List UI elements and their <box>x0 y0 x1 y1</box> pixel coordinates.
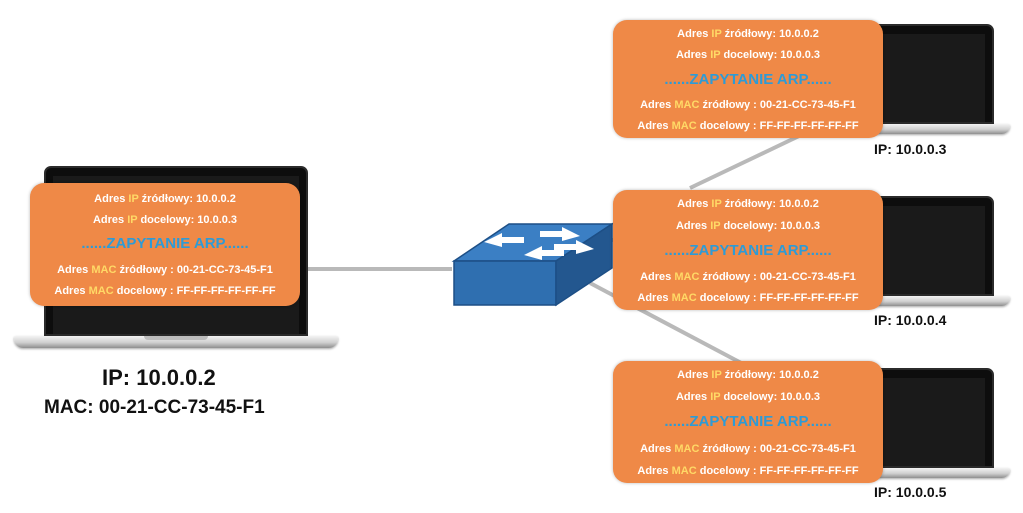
arp-request-title: ......ZAPYTANIE ARP...... <box>81 235 249 252</box>
arp-request-packet-host-5: Adres IP źródłowy: 10.0.0.2 Adres IP doc… <box>613 361 883 483</box>
src-ip-line: Adres IP źródłowy: 10.0.0.2 <box>677 369 819 381</box>
laptop-base <box>836 124 1010 134</box>
arp-request-packet-host-4: Adres IP źródłowy: 10.0.0.2 Adres IP doc… <box>613 190 883 310</box>
src-ip-line: Adres IP źródłowy: 10.0.0.2 <box>94 193 236 205</box>
dst-ip-line: Adres IP docelowy: 10.0.0.3 <box>675 391 821 403</box>
src-mac-line: Adres MAC źródłowy : 00-21-CC-73-45-F1 <box>57 264 273 276</box>
src-ip-line: Adres IP źródłowy: 10.0.0.2 <box>677 198 819 210</box>
arp-request-title: ......ZAPYTANIE ARP...... <box>664 413 832 430</box>
laptop-base <box>836 296 1010 306</box>
host-3-ip-label: IP: 10.0.0.3 <box>874 141 947 157</box>
laptop-base <box>836 468 1010 478</box>
laptop-base <box>14 336 338 348</box>
arp-request-packet-source: Adres IP źródłowy: 10.0.0.2 Adres IP doc… <box>30 183 300 306</box>
network-switch-icon <box>451 222 614 307</box>
src-mac-line: Adres MAC źródłowy : 00-21-CC-73-45-F1 <box>640 271 856 283</box>
source-mac-label: MAC: 00-21-CC-73-45-F1 <box>44 397 265 418</box>
arp-request-packet-host-3: Adres IP źródłowy: 10.0.0.2 Adres IP doc… <box>613 20 883 138</box>
dst-ip-line: Adres IP docelowy: 10.0.0.3 <box>675 49 821 61</box>
source-ip-label: IP: 10.0.0.2 <box>102 365 216 390</box>
src-mac-line: Adres MAC źródłowy : 00-21-CC-73-45-F1 <box>640 99 856 111</box>
dst-ip-line: Adres IP docelowy: 10.0.0.3 <box>675 220 821 232</box>
src-ip-line: Adres IP źródłowy: 10.0.0.2 <box>677 28 819 40</box>
host-5-ip-label: IP: 10.0.0.5 <box>874 484 947 500</box>
dst-mac-line: Adres MAC docelowy : FF-FF-FF-FF-FF-FF <box>637 120 859 132</box>
arp-request-title: ......ZAPYTANIE ARP...... <box>664 71 832 88</box>
dst-mac-line: Adres MAC docelowy : FF-FF-FF-FF-FF-FF <box>637 292 859 304</box>
host-4-ip-label: IP: 10.0.0.4 <box>874 312 947 328</box>
dst-mac-line: Adres MAC docelowy : FF-FF-FF-FF-FF-FF <box>637 465 859 477</box>
dst-ip-line: Adres IP docelowy: 10.0.0.3 <box>92 214 238 226</box>
src-mac-line: Adres MAC źródłowy : 00-21-CC-73-45-F1 <box>640 443 856 455</box>
arp-request-title: ......ZAPYTANIE ARP...... <box>664 242 832 259</box>
dst-mac-line: Adres MAC docelowy : FF-FF-FF-FF-FF-FF <box>54 285 276 297</box>
